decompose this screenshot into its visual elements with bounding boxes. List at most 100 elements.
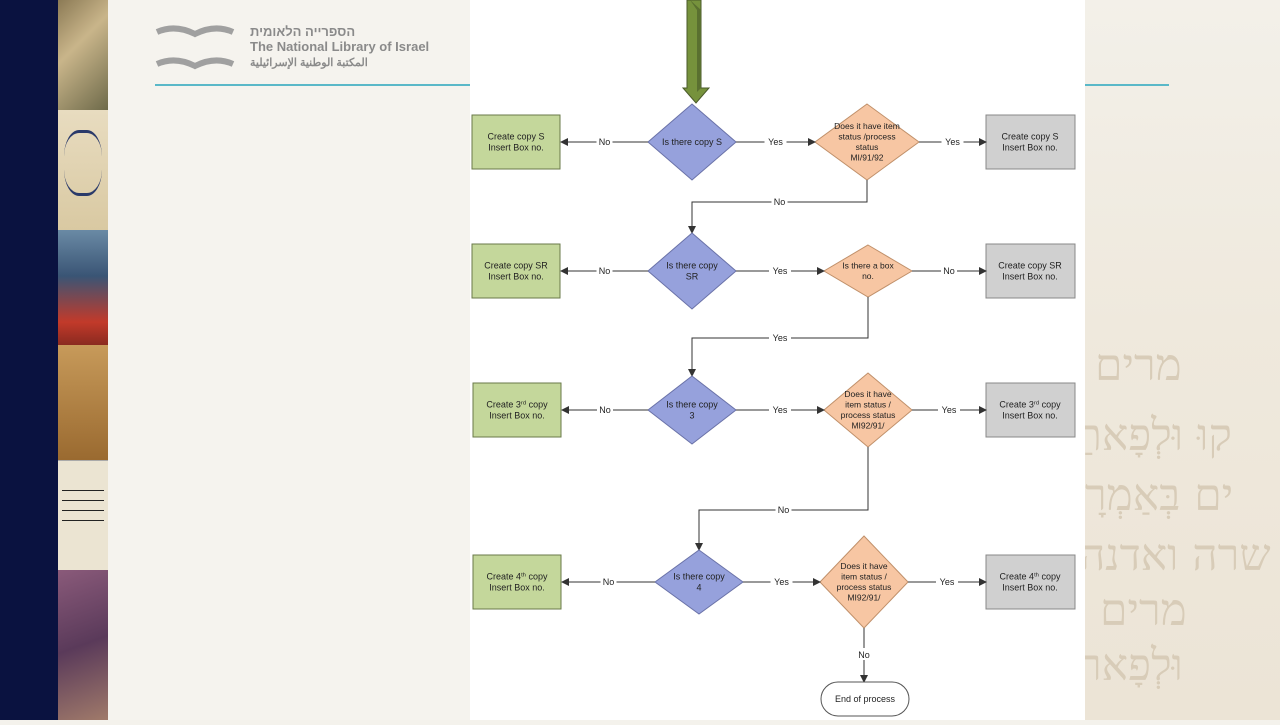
status-decision-diamond-row4-text-line-1: item status /	[841, 572, 887, 582]
manuscript-art-strip	[58, 0, 108, 720]
end-of-process-label: End of process	[835, 694, 896, 704]
create-copy-box-row3-text-line-1: Insert Box no.	[489, 411, 545, 421]
navy-side-bar	[0, 0, 58, 720]
outcome-label-row4-bg	[936, 575, 958, 587]
no-label-row2: No	[599, 266, 611, 276]
header-rule	[155, 84, 471, 86]
copy-decision-diamond-row1-text-line-0: Is there copy S	[662, 137, 722, 147]
create-copy-box-row4-text-line-1: Insert Box no.	[489, 583, 545, 593]
outcome-box-row1-text-line-0: Create copy S	[1001, 132, 1058, 142]
copy-decision-diamond-row3	[647, 375, 737, 445]
hebrew-decor-5: מרים	[1100, 585, 1187, 636]
hebrew-decor-4: שרה ואדנה	[1085, 530, 1271, 581]
copy-decision-diamond-row2-text-line-0: Is there copy	[666, 261, 718, 271]
create-copy-box-row2-text-line-1: Insert Box no.	[488, 272, 544, 282]
outcome-box-row3-text-line-0: Create 3rd copy	[999, 400, 1061, 410]
outcome-box-row4	[985, 554, 1076, 610]
connector-row3	[695, 447, 869, 551]
create-copy-box-row4-text-line-0: Create 4th copy	[487, 572, 548, 582]
status-decision-diamond-row1-text-line-0: Does it have item	[834, 121, 900, 131]
copy-decision-diamond-row4	[654, 549, 744, 615]
yes-label-row2-bg	[769, 264, 791, 276]
open-book-icon	[155, 25, 235, 70]
yes-label-row3: Yes	[773, 405, 788, 415]
copy-decision-diamond-row2	[647, 232, 737, 310]
create-copy-box-row1-text-line-1: Insert Box no.	[488, 143, 544, 153]
connector-label-row3-bg	[775, 503, 792, 515]
outcome-box-row3-text-line-1: Insert Box no.	[1002, 411, 1058, 421]
header-rule-right	[1085, 84, 1169, 86]
copy-decision-diamond-row4-text-line-1: 4	[696, 583, 701, 593]
status-decision-diamond-row2-text-line-1: no.	[862, 271, 874, 281]
no-label-row4-bg	[600, 575, 617, 587]
outcome-label-row2-bg	[941, 264, 957, 276]
no-label-row1: No	[599, 137, 611, 147]
logo-hebrew: הספרייה הלאומית	[250, 24, 356, 39]
outcome-label-row1: Yes	[945, 137, 960, 147]
status-decision-diamond-row1-text-line-3: MI/91/92	[850, 153, 883, 163]
create-copy-box-row3-text-line-0: Create 3rd copy	[486, 400, 548, 410]
outcome-label-row3-bg	[938, 403, 960, 415]
no-label-row3: No	[599, 405, 611, 415]
create-copy-box-row1	[471, 114, 561, 170]
status-decision-diamond-row3-text-line-0: Does it have	[844, 389, 892, 399]
status-decision-diamond-row1-text-line-2: status	[856, 142, 879, 152]
outcome-box-row3	[985, 382, 1076, 438]
status-decision-diamond-row3-text-line-2: process status	[841, 410, 896, 420]
outcome-label-row3: Yes	[942, 405, 957, 415]
connector-label-row1: No	[774, 197, 786, 207]
entry-arrow	[681, 0, 711, 104]
copy-decision-diamond-row3-text-line-0: Is there copy	[666, 400, 718, 410]
outcome-box-row2-text-line-0: Create copy SR	[998, 261, 1062, 271]
hebrew-decor-1: מרים	[1095, 340, 1182, 391]
connector-label-row2-bg	[769, 331, 791, 343]
create-copy-box-row2	[471, 243, 561, 299]
outcome-box-row4-text-line-1: Insert Box no.	[1002, 583, 1058, 593]
create-copy-box-row3	[472, 382, 562, 438]
status-decision-diamond-row1-text-line-1: status /process	[838, 132, 895, 142]
library-logo: הספרייה הלאומית The National Library of …	[155, 24, 475, 74]
outcome-label-row4: Yes	[940, 577, 955, 587]
create-copy-box-row1-text-line-0: Create copy S	[487, 132, 544, 142]
create-copy-box-row2-text-line-0: Create copy SR	[484, 261, 548, 271]
outcome-label-row2: No	[943, 266, 955, 276]
connector-label-end-bg	[856, 648, 872, 660]
status-decision-diamond-row4-text-line-2: process status	[837, 582, 892, 592]
outcome-box-row2-text-line-1: Insert Box no.	[1002, 272, 1058, 282]
hebrew-texture-panel: מרים קוּ וּלְפָאתַ ים בְּאַמְרָ שרה ואדנ…	[1085, 0, 1280, 720]
connector-label-row1-bg	[771, 195, 788, 207]
end-of-process-terminator	[820, 681, 910, 717]
status-decision-diamond-row4-text-line-0: Does it have	[840, 561, 888, 571]
copy-decision-diamond-row1	[647, 103, 737, 181]
connector-label-row2: Yes	[773, 333, 788, 343]
hebrew-decor-2: קוּ וּלְפָאתַ	[1085, 410, 1232, 461]
create-copy-box-row4	[472, 554, 562, 610]
logo-arabic: المكتبة الوطنية الإسرائيلية	[250, 57, 368, 69]
outcome-label-row1-bg	[941, 135, 964, 147]
hebrew-decor-6: וּלְפָאר	[1085, 640, 1183, 691]
yes-label-row4-bg	[770, 575, 793, 587]
outcome-box-row4-text-line-0: Create 4th copy	[1000, 572, 1061, 582]
no-label-row2-bg	[596, 264, 613, 276]
yes-label-row3-bg	[769, 403, 791, 415]
yes-label-row1: Yes	[768, 137, 783, 147]
outcome-box-row1	[985, 114, 1076, 170]
status-decision-diamond-row4-text-line-3: MI92/91/	[847, 593, 881, 603]
no-label-row1-bg	[596, 135, 613, 147]
connector-label-end: No	[858, 650, 870, 660]
copy-decision-diamond-row2-text-line-1: SR	[686, 272, 699, 282]
status-decision-diamond-row2-text-line-0: Is there a box	[842, 261, 894, 271]
hebrew-decor-3: ים בְּאַמְרָ	[1085, 470, 1234, 521]
outcome-box-row1-text-line-1: Insert Box no.	[1002, 143, 1058, 153]
status-decision-diamond-row3-text-line-3: MI92/91/	[851, 421, 885, 431]
logo-english: The National Library of Israel	[250, 39, 430, 54]
status-decision-diamond-row3-text-line-1: item status /	[845, 400, 891, 410]
no-label-row4: No	[603, 577, 615, 587]
yes-label-row1-bg	[764, 135, 787, 147]
connector-label-row3: No	[778, 505, 790, 515]
yes-label-row4: Yes	[774, 577, 789, 587]
entry-arrow-shade	[690, 0, 701, 92]
no-label-row3-bg	[597, 403, 613, 415]
